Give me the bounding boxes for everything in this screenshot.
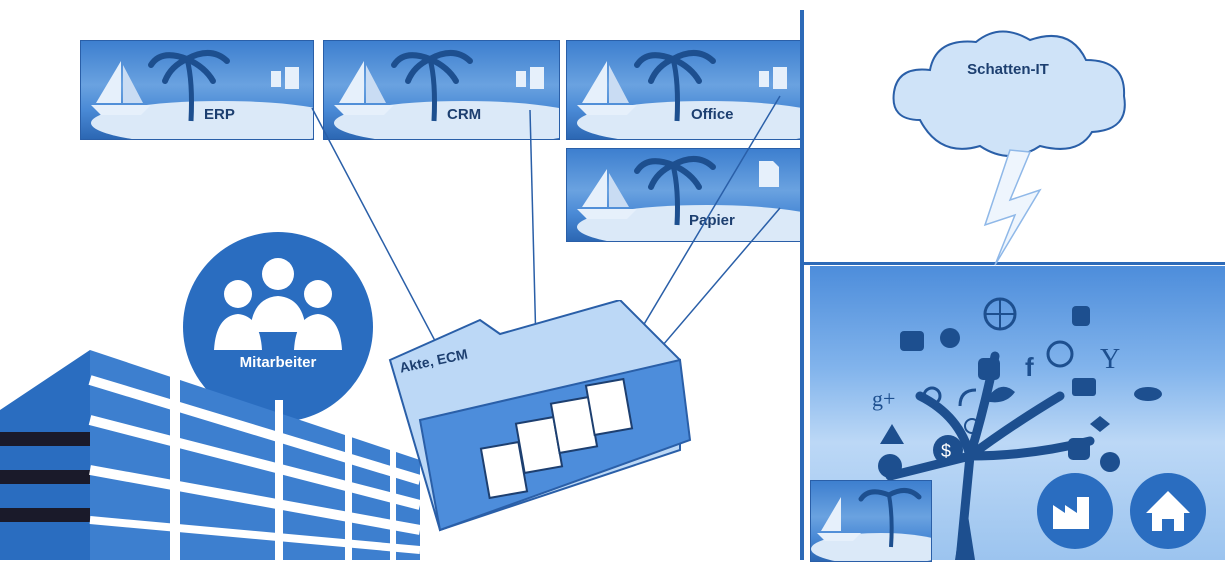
globe-icon bbox=[983, 297, 1017, 331]
divider-horizontal bbox=[804, 262, 1225, 265]
employees-badge: Mitarbeiter bbox=[183, 232, 373, 422]
instagram-icon bbox=[978, 358, 1000, 380]
island-scene bbox=[334, 50, 559, 139]
dollar-icon: $ bbox=[933, 435, 963, 465]
svg-text:f: f bbox=[1025, 352, 1034, 382]
lightning-icon bbox=[983, 149, 1042, 266]
whatsapp-icon bbox=[878, 454, 902, 478]
island-label-office: Office bbox=[691, 106, 734, 123]
rss-icon bbox=[958, 388, 977, 407]
divider-vertical bbox=[800, 10, 804, 560]
youtube-icon bbox=[900, 331, 924, 351]
home-icon bbox=[1130, 473, 1206, 549]
svg-text:Y: Y bbox=[1100, 344, 1120, 375]
cloud-small-icon bbox=[1134, 387, 1162, 401]
island-scene bbox=[811, 488, 931, 561]
wordpress-icon bbox=[1100, 452, 1120, 472]
android-icon bbox=[1072, 306, 1090, 326]
island-label-crm: CRM bbox=[447, 106, 482, 123]
svg-text:$: $ bbox=[941, 441, 951, 461]
pinterest-icon bbox=[1046, 340, 1074, 368]
facebook-icon: f bbox=[1025, 352, 1034, 382]
island-scene bbox=[577, 50, 801, 139]
island-scene bbox=[577, 156, 801, 241]
island-papier: Papier bbox=[566, 148, 802, 242]
yahoo-icon: Y bbox=[1100, 344, 1120, 375]
blogger-icon bbox=[1068, 438, 1090, 460]
shadow-it-label: Schatten-IT bbox=[967, 61, 1049, 78]
people-icon bbox=[214, 258, 342, 350]
island-small bbox=[810, 480, 932, 562]
twitter-icon bbox=[985, 386, 1015, 403]
employees-label: Mitarbeiter bbox=[239, 354, 317, 371]
island-label-papier: Papier bbox=[689, 212, 735, 229]
island-scene bbox=[91, 50, 313, 139]
social-tree: f Y g+ $ bbox=[872, 297, 1162, 560]
cloud-icon bbox=[892, 30, 1126, 266]
apple-icon bbox=[940, 328, 960, 348]
drive-icon bbox=[880, 424, 904, 444]
island-erp: ERP bbox=[80, 40, 314, 140]
island-label-erp: ERP bbox=[204, 106, 235, 123]
dropbox-icon bbox=[1090, 416, 1110, 432]
skype-icon bbox=[964, 418, 980, 434]
sync-icon bbox=[922, 386, 942, 406]
office-building bbox=[0, 350, 420, 560]
video-icon bbox=[1072, 378, 1096, 396]
factory-icon bbox=[1037, 473, 1113, 549]
island-office: Office bbox=[566, 40, 802, 140]
folder-icon bbox=[388, 300, 692, 532]
document-stack-icon bbox=[479, 377, 634, 500]
social-media-panel: f Y g+ $ bbox=[810, 266, 1225, 562]
island-crm: CRM bbox=[323, 40, 560, 140]
google-plus-icon: g+ bbox=[872, 386, 895, 411]
svg-text:g+: g+ bbox=[872, 386, 895, 411]
paper-icon bbox=[759, 161, 779, 187]
